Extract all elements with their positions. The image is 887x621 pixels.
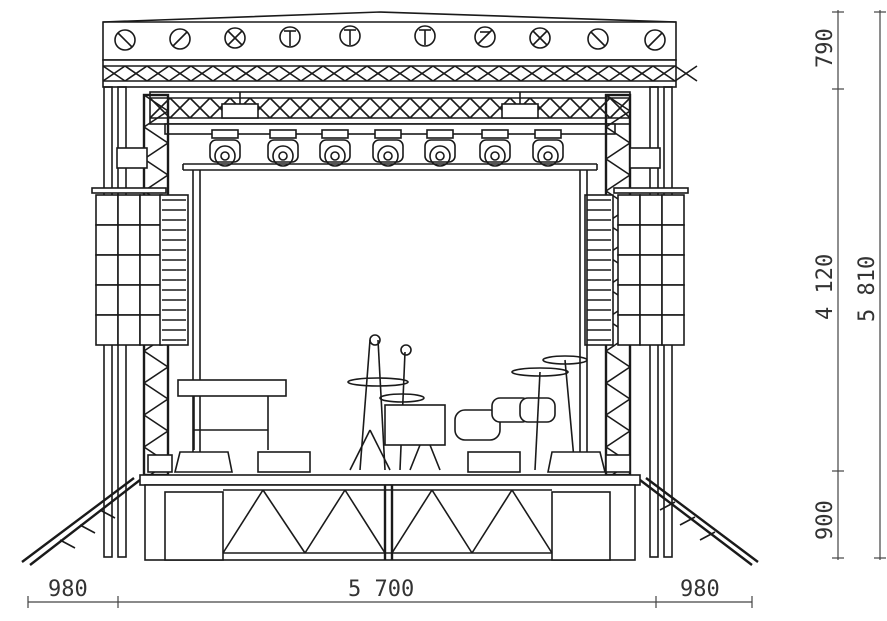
dimension-right-inner: 790 4 120 900 [813, 10, 844, 560]
dimension-right-outer: 5 810 [855, 10, 886, 560]
dim-bottom-right: 980 [680, 577, 720, 602]
roof [102, 11, 677, 61]
dim-bottom-center: 5 700 [348, 577, 414, 602]
dimension-bottom: 980 5 700 980 [27, 577, 753, 608]
moving-head-lights [209, 92, 564, 167]
dim-bottom-left: 980 [48, 577, 88, 602]
stage-monitors [147, 451, 631, 473]
stage-deck [139, 474, 641, 561]
outrigger-left [21, 477, 141, 566]
outrigger-right [639, 477, 759, 566]
right-speaker-array [584, 187, 689, 346]
dim-right-middle: 4 120 [813, 254, 838, 320]
left-speaker-array [91, 187, 189, 346]
dim-right-bottom: 900 [813, 500, 838, 540]
backdrop-frame [182, 163, 598, 470]
dim-right-top: 790 [813, 28, 838, 68]
drum-kit [347, 334, 588, 471]
top-truss [102, 59, 698, 88]
roof-light-icons [114, 25, 666, 51]
dim-right-total: 5 810 [855, 256, 880, 322]
desk [177, 379, 287, 450]
